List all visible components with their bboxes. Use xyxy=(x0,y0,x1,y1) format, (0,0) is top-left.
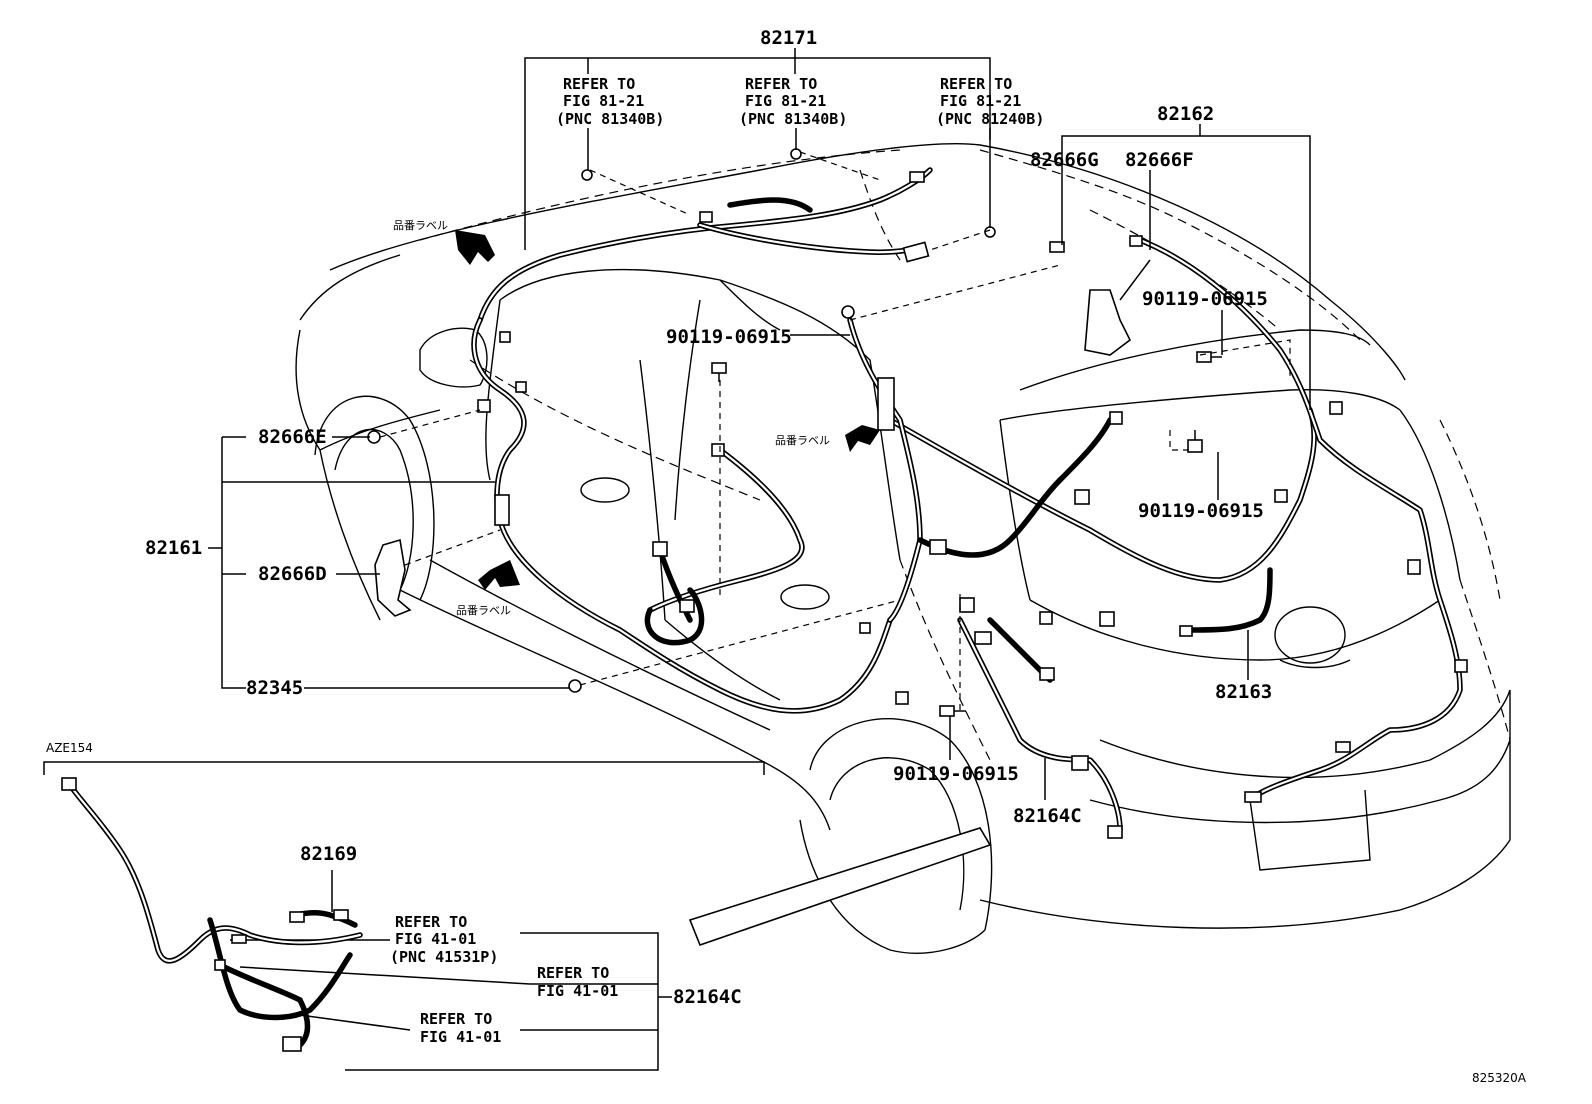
part-number-82162: 82162 xyxy=(1157,103,1214,125)
ref-label-line2: FIG 41-01 xyxy=(395,930,476,948)
ref-label-line1: REFER TO xyxy=(420,1010,492,1028)
harness-center-floor xyxy=(644,447,805,646)
part-number-82161: 82161 xyxy=(145,537,202,559)
dashed-leaders xyxy=(379,151,1291,710)
ref-label-line3: (PNC 41531P) xyxy=(390,948,498,966)
part-number-label-jp: 品番ラベル xyxy=(456,604,511,617)
figure-code: 825320A xyxy=(1472,1071,1527,1085)
part-number-82666F: 82666F xyxy=(1125,149,1194,171)
variant-label: AZE154 xyxy=(46,741,93,755)
ref-label-line3: (PNC 81340B) xyxy=(739,110,847,128)
part-number-label-jp: 品番ラベル xyxy=(775,434,830,447)
part-number-82666G: 82666G xyxy=(1030,149,1099,171)
bolt-icon xyxy=(939,705,966,717)
inset-harness xyxy=(61,777,363,1052)
part-number-82169: 82169 xyxy=(300,843,357,865)
ref-label-line2: FIG 41-01 xyxy=(537,982,618,1000)
bolt-icon xyxy=(711,362,727,382)
ref-label-line1: REFER TO xyxy=(537,964,609,982)
part-number-82164C: 82164C xyxy=(1013,805,1082,827)
leader-lines xyxy=(43,48,1311,1071)
ref-label-line3: (PNC 81340B) xyxy=(556,110,664,128)
part-number-82164C: 82164C xyxy=(673,986,742,1008)
harness-main-floor xyxy=(847,317,1317,833)
bracket-82666F xyxy=(1084,259,1151,356)
part-labels: 82171 REFER TO FIG 81-21 (PNC 81340B) RE… xyxy=(46,27,1527,1085)
part-number-90119-06915: 90119-06915 xyxy=(1138,500,1264,522)
ref-label-line1: REFER TO xyxy=(395,913,467,931)
part-number-82666D: 82666D xyxy=(258,563,327,585)
ref-label-line2: FIG 81-21 xyxy=(745,92,826,110)
part-number-82171: 82171 xyxy=(760,27,817,49)
ref-label-line1: REFER TO xyxy=(940,75,1012,93)
part-number-90119-06915: 90119-06915 xyxy=(893,763,1019,785)
ref-label-line2: FIG 81-21 xyxy=(563,92,644,110)
part-number-82666E: 82666E xyxy=(258,426,327,448)
bolt-icon xyxy=(1187,430,1203,453)
connectors xyxy=(367,148,1468,839)
bolt-icon xyxy=(1196,351,1222,363)
bolt-icons xyxy=(711,351,1222,717)
part-number-82345: 82345 xyxy=(246,677,303,699)
label-arrows xyxy=(455,230,992,947)
harness-rear-hatch xyxy=(1137,237,1463,803)
part-number-82163: 82163 xyxy=(1215,681,1272,703)
ref-label-line1: REFER TO xyxy=(563,75,635,93)
bracket-82666D xyxy=(374,538,412,617)
part-number-90119-06915: 90119-06915 xyxy=(666,326,792,348)
part-number-90119-06915: 90119-06915 xyxy=(1142,288,1268,310)
harness-left-side xyxy=(471,317,893,714)
ref-label-line2: FIG 41-01 xyxy=(420,1028,501,1046)
harness-roof xyxy=(477,167,933,323)
part-number-label-jp: 品番ラベル xyxy=(393,219,448,232)
ref-label-line1: REFER TO xyxy=(745,75,817,93)
ref-label-line3: (PNC 81240B) xyxy=(936,110,1044,128)
car-body-outline xyxy=(295,143,1511,954)
ref-label-line2: FIG 81-21 xyxy=(940,92,1021,110)
